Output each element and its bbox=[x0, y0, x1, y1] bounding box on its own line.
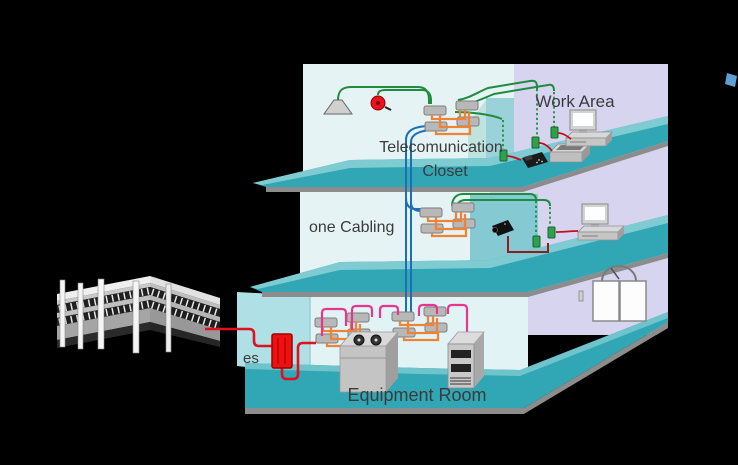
floor-edge bbox=[245, 322, 668, 414]
wall-outlet bbox=[550, 126, 559, 139]
middle-floor-slab bbox=[250, 215, 668, 292]
demarcation-box bbox=[271, 333, 293, 369]
backbone-cabling-label: one Cabling bbox=[309, 219, 394, 236]
office-building-icon bbox=[57, 276, 221, 354]
top-floor-slab bbox=[253, 116, 668, 187]
fire-alarm-icon bbox=[370, 95, 392, 111]
wall-outlet bbox=[547, 226, 556, 239]
entrance-cable-loop bbox=[280, 341, 316, 381]
ceiling-lamp-icon bbox=[323, 99, 353, 115]
telephone-icon bbox=[522, 152, 548, 168]
edge-artifact bbox=[725, 73, 737, 87]
telecom-closet-label-line2: Closet bbox=[422, 163, 468, 180]
telecom-closet-label-line1: Telecomunication bbox=[379, 139, 503, 156]
floor-highlight bbox=[245, 312, 668, 376]
entrance-facilities-label: es bbox=[243, 350, 259, 367]
equipment-room-label: Equipment Room bbox=[347, 385, 486, 405]
server-tower bbox=[447, 331, 485, 389]
middle-slab-edge bbox=[262, 253, 668, 297]
entrance-cable bbox=[205, 327, 272, 348]
elevator-icon bbox=[578, 265, 647, 322]
printer-icon bbox=[549, 143, 591, 163]
wall-outlet bbox=[531, 136, 540, 149]
work-area-patch-cords bbox=[506, 132, 572, 161]
wall-outlet bbox=[532, 235, 541, 248]
pbx-unit bbox=[339, 331, 399, 393]
pc-patch-cord bbox=[555, 230, 579, 233]
work-area-label: Work Area bbox=[535, 92, 615, 111]
camera-cable bbox=[507, 236, 549, 253]
building-pillars bbox=[59, 278, 172, 354]
top-slab-highlight bbox=[253, 116, 668, 185]
security-camera-icon bbox=[491, 220, 514, 236]
pink-patch-cables bbox=[320, 303, 469, 336]
transparent-cutout bbox=[243, 328, 668, 465]
